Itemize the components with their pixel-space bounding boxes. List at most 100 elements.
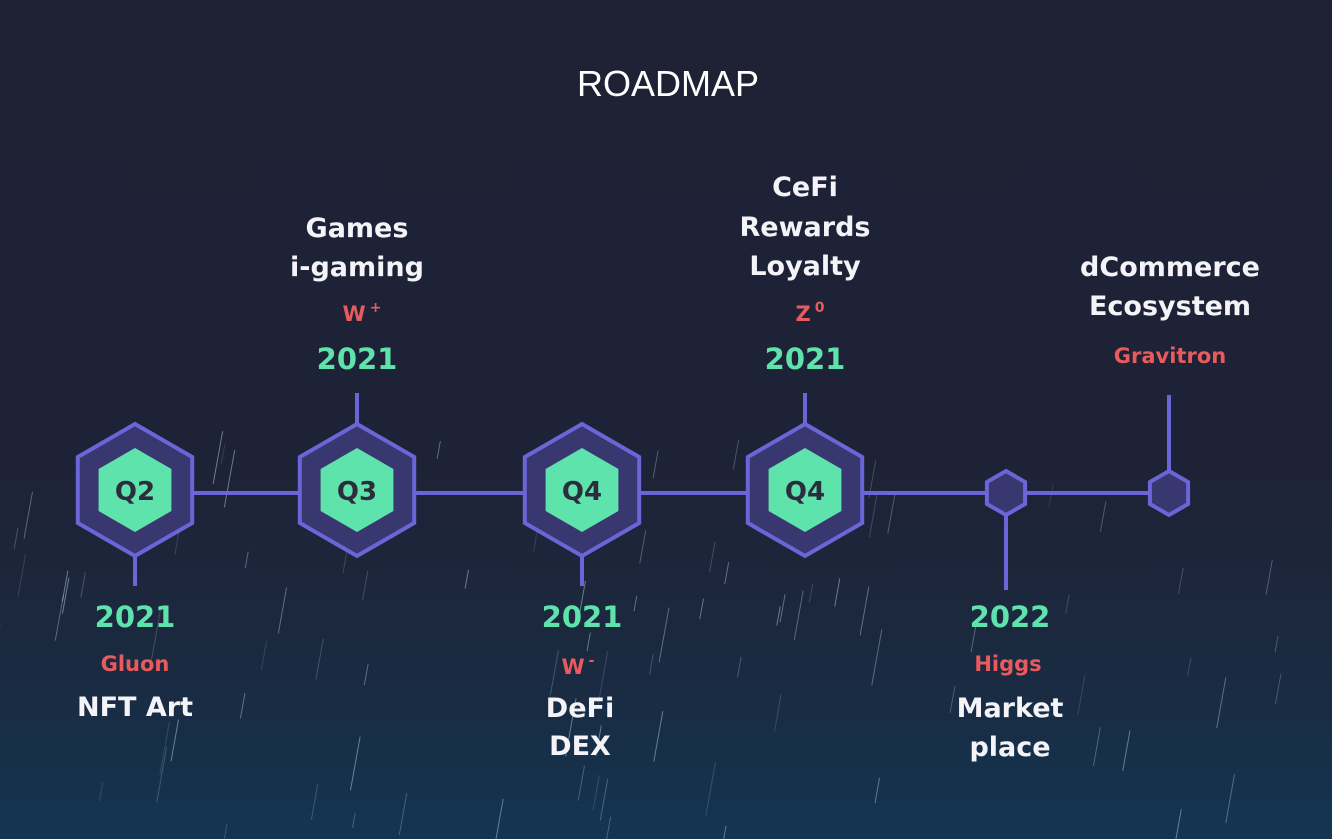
quarter-label: Q4 xyxy=(785,477,825,507)
rain-streak xyxy=(868,491,879,538)
milestone-label: CeFi xyxy=(772,172,838,203)
rain-streak xyxy=(398,792,408,836)
milestone-inner-hexagon xyxy=(98,448,172,532)
milestone-year: 2021 xyxy=(94,600,176,634)
rain-streak xyxy=(156,747,168,803)
milestone-year: 2021 xyxy=(764,342,846,376)
rain-streak xyxy=(80,572,86,598)
rain-streak xyxy=(793,590,804,640)
rain-streak xyxy=(220,444,226,464)
rain-streak xyxy=(779,594,786,623)
rain-streak xyxy=(17,553,27,597)
milestone-small-hexagon xyxy=(984,468,1028,518)
milestone-label: i-gaming xyxy=(290,252,424,283)
milestone-small-hexagon xyxy=(1147,468,1191,518)
milestone-label: Loyalty xyxy=(749,251,861,282)
rain-streak xyxy=(436,440,441,459)
rain-streak xyxy=(1065,594,1070,614)
rain-streak xyxy=(949,685,956,713)
milestone-codename: Gluon xyxy=(100,652,170,676)
milestone-label: Rewards xyxy=(739,212,871,243)
rain-streak xyxy=(595,725,602,756)
page-title: ROADMAP xyxy=(576,63,760,104)
rain-streak xyxy=(724,562,730,585)
rain-streak xyxy=(149,607,162,666)
rain-streak xyxy=(586,632,591,652)
rain-streak xyxy=(773,694,782,732)
rain-streak xyxy=(653,711,664,762)
milestone-label: NFT Art xyxy=(77,692,193,723)
rain-streak xyxy=(260,640,268,671)
rain-streak xyxy=(577,765,586,801)
rain-streak xyxy=(495,798,504,839)
milestone-inner-hexagon xyxy=(320,448,394,532)
milestone-year: 2022 xyxy=(969,600,1051,634)
codename-sup: 0 xyxy=(814,300,825,316)
rain-streak xyxy=(874,777,881,804)
rain-streak xyxy=(599,778,609,821)
rain-streak xyxy=(1092,727,1101,767)
rain-streak xyxy=(277,587,288,634)
rain-streak xyxy=(732,439,740,470)
milestone-year: 2021 xyxy=(541,600,623,634)
rain-streak xyxy=(61,577,70,614)
rain-streak xyxy=(363,664,369,686)
milestone-codename: Higgs xyxy=(974,652,1042,676)
rain-streak xyxy=(1265,559,1273,595)
rain-streak xyxy=(1275,673,1282,704)
rain-streak xyxy=(597,651,609,707)
rain-streak xyxy=(808,583,814,603)
rain-streak xyxy=(170,719,180,762)
quarter-label: Q2 xyxy=(115,477,155,507)
milestone-codename: Gravitron xyxy=(1113,344,1227,368)
rain-streak xyxy=(315,638,324,680)
rain-streak xyxy=(244,551,249,569)
milestone-codename: W- xyxy=(562,654,595,678)
rain-streak xyxy=(310,783,319,820)
milestone-label: DEX xyxy=(549,731,611,762)
rain-streak xyxy=(1077,675,1086,716)
rain-streak xyxy=(1187,657,1192,677)
codename-sup: - xyxy=(588,653,595,669)
rain-streak xyxy=(565,698,577,757)
rain-streak xyxy=(1099,501,1107,532)
quarter-label: Q4 xyxy=(562,477,602,507)
rain-streak xyxy=(352,812,356,828)
codename-text: W xyxy=(342,302,366,326)
rain-streak xyxy=(212,431,224,485)
rain-streak xyxy=(834,578,841,607)
rain-streak xyxy=(13,528,19,549)
rain-streak xyxy=(709,541,716,573)
rain-streak xyxy=(464,569,469,589)
quarter-label: Q3 xyxy=(337,477,377,507)
rain-streak xyxy=(699,598,704,620)
rain-streak xyxy=(349,736,361,791)
rain-streak xyxy=(1175,809,1182,839)
rain-streak xyxy=(361,570,369,601)
rain-streak xyxy=(658,607,670,663)
rain-streak xyxy=(606,816,612,839)
rain-streak xyxy=(705,762,716,816)
milestone-year: 2021 xyxy=(316,342,398,376)
rain-streak xyxy=(1225,774,1236,823)
rain-streak xyxy=(159,721,170,775)
rain-streak xyxy=(1274,635,1279,653)
rain-streak xyxy=(549,650,559,696)
milestone-label: Market xyxy=(956,693,1064,724)
rain-streak xyxy=(871,629,883,686)
milestone-label: place xyxy=(969,732,1051,763)
rain-streak xyxy=(1178,567,1184,595)
rain-streak xyxy=(223,449,236,508)
milestone-inner-hexagon xyxy=(545,448,619,532)
milestone-label: dCommerce xyxy=(1080,252,1260,283)
rain-streak xyxy=(577,580,586,621)
rain-streak xyxy=(859,586,870,636)
rain-streak xyxy=(649,654,654,675)
rain-streak xyxy=(592,775,600,811)
milestone-label: Games xyxy=(305,213,409,244)
rain-streak xyxy=(633,595,638,612)
rain-streak xyxy=(23,491,33,539)
rain-streak xyxy=(652,450,659,479)
codename-sup: + xyxy=(369,300,382,316)
milestone-label: Ecosystem xyxy=(1088,291,1252,322)
